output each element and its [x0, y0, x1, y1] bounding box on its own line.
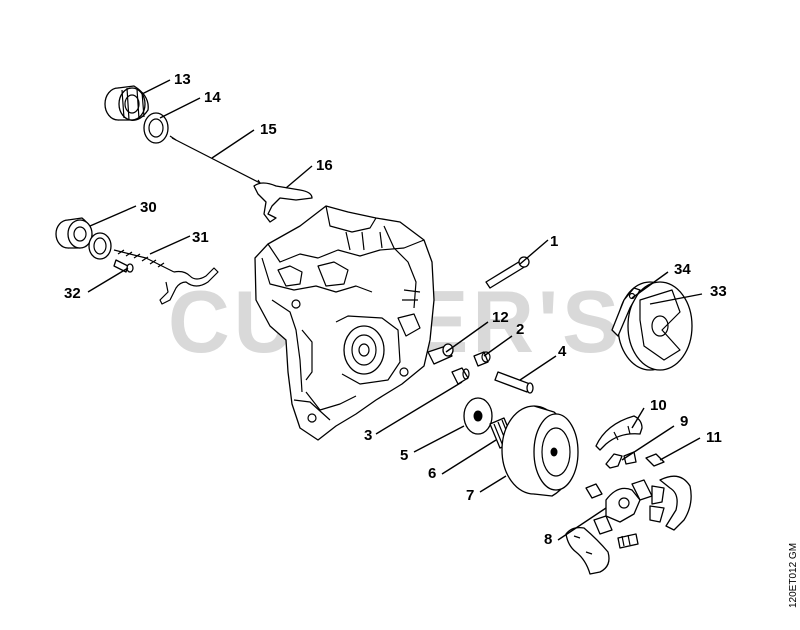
bracket-34-drawing — [611, 287, 641, 337]
drawing-code: 120ET012 GM — [788, 543, 799, 608]
part-3-drawing — [451, 367, 470, 385]
clutch-assembly-8-drawing — [565, 475, 692, 575]
leader-lines — [87, 79, 703, 541]
callout-3: 3 — [364, 427, 372, 444]
nut-30-drawing — [55, 217, 93, 249]
part-12-drawing — [427, 343, 454, 365]
cover-11-drawing — [645, 453, 665, 467]
callout-6: 6 — [428, 465, 436, 482]
callout-34: 34 — [674, 261, 691, 278]
callout-4: 4 — [558, 343, 567, 360]
callout-5: 5 — [400, 447, 408, 464]
washer-14-drawing — [143, 112, 169, 144]
callout-32: 32 — [64, 285, 81, 302]
callout-33: 33 — [710, 283, 727, 300]
callout-labels: 13 14 15 16 30 31 32 1 12 2 4 3 5 6 7 8 … — [64, 71, 727, 548]
callout-10: 10 — [650, 397, 667, 414]
clutch-drum-7-drawing — [501, 405, 579, 497]
callout-9: 9 — [680, 413, 688, 430]
callout-30: 30 — [140, 199, 157, 216]
spring-9-drawing — [605, 451, 637, 469]
crankcase-drawing — [254, 205, 435, 441]
clutch-shoe-10-drawing — [595, 415, 643, 451]
callout-1: 1 — [550, 233, 558, 250]
washer-5-drawing — [463, 397, 493, 435]
callout-31: 31 — [192, 229, 209, 246]
callout-2: 2 — [516, 321, 524, 338]
clutch-33-drawing — [617, 281, 693, 371]
callout-8: 8 — [544, 531, 552, 548]
callout-7: 7 — [466, 487, 474, 504]
callout-12: 12 — [492, 309, 509, 326]
callout-16: 16 — [316, 157, 333, 174]
washer-31-drawing — [88, 232, 112, 260]
lever-16-drawing — [253, 182, 313, 223]
sleeve-2-drawing — [473, 351, 491, 367]
screw-32-drawing — [113, 259, 134, 273]
control-rod-15-drawing — [169, 135, 267, 189]
callout-14: 14 — [204, 89, 221, 106]
callout-15: 15 — [260, 121, 277, 138]
callout-13: 13 — [174, 71, 191, 88]
pin-4-drawing — [494, 371, 534, 394]
bolt-1-drawing — [485, 256, 530, 289]
callout-11: 11 — [706, 429, 722, 446]
oil-pump-nut-13-drawing — [104, 85, 149, 121]
spring-31-drawing — [113, 249, 219, 305]
